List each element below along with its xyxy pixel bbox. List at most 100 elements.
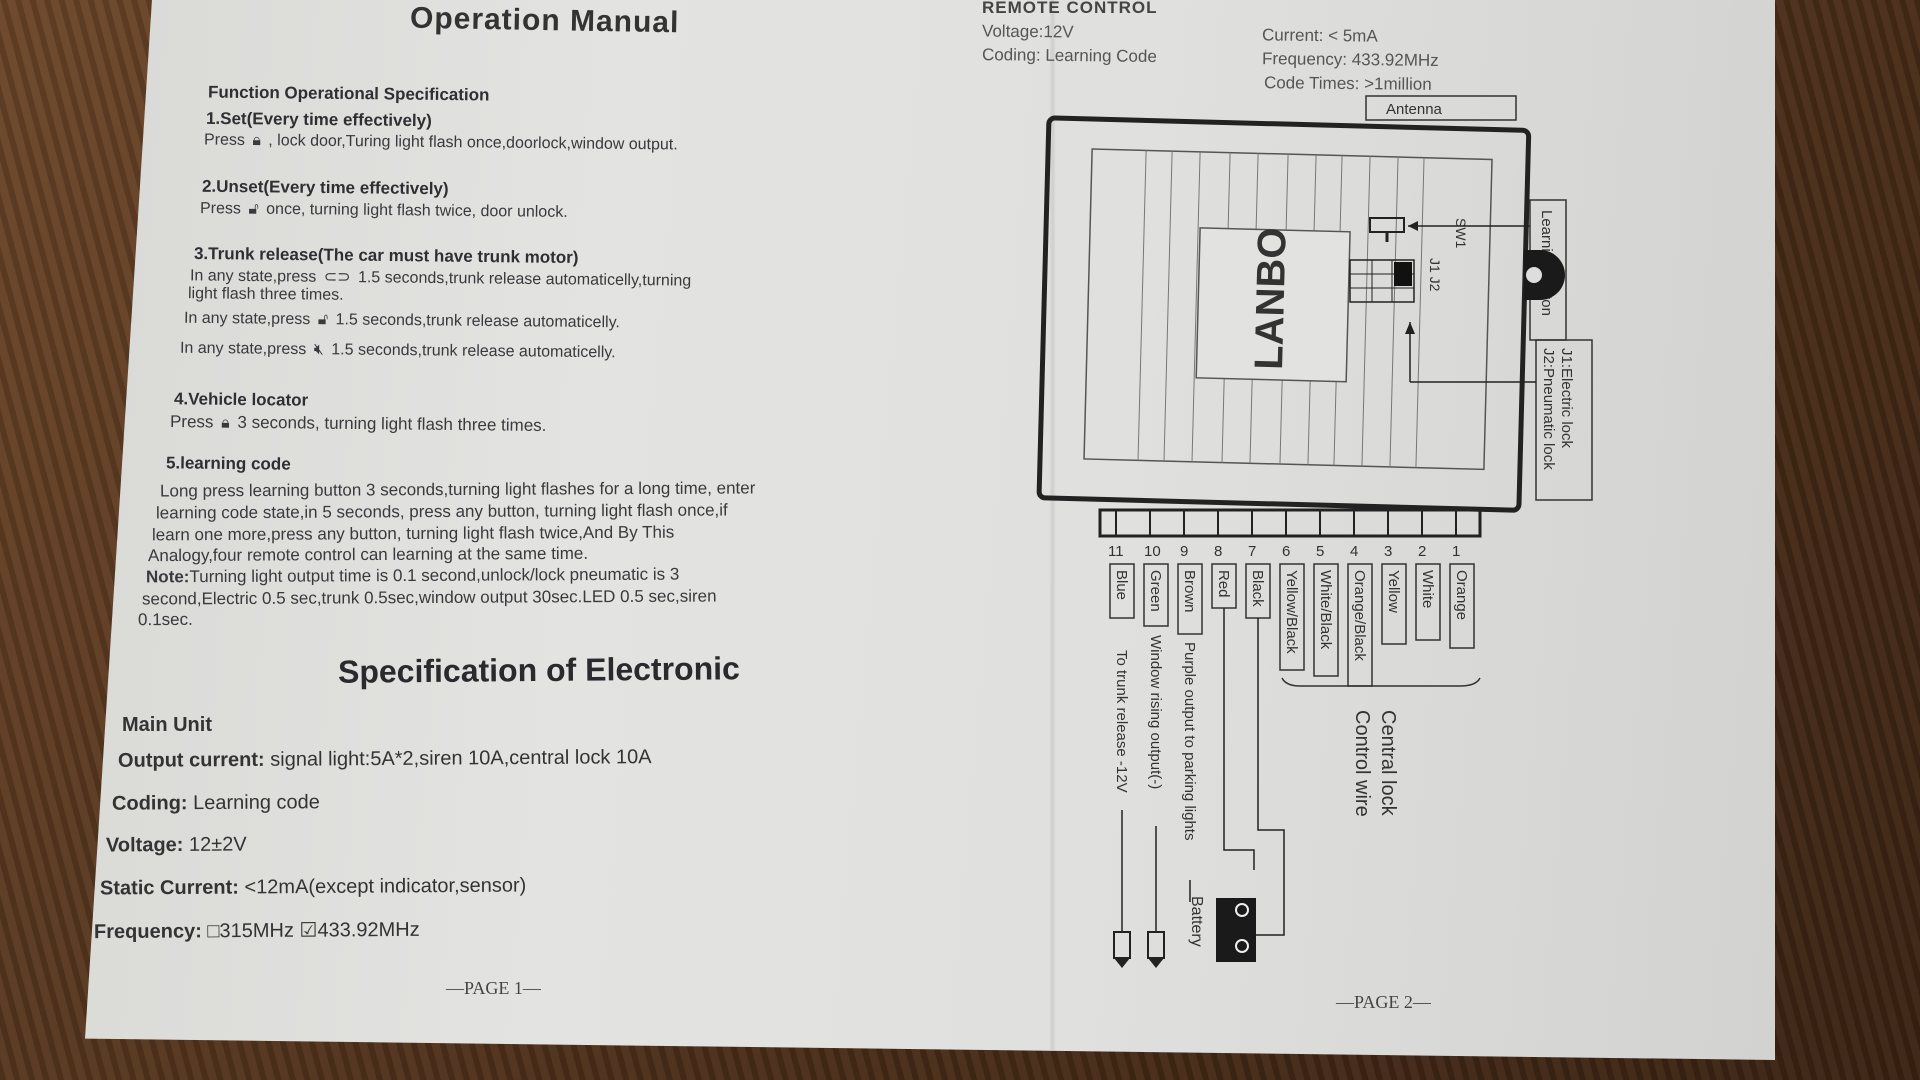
wire-color: Black: [1249, 570, 1266, 607]
wire-number: 10: [1144, 543, 1161, 560]
page-fold: [1050, 0, 1056, 1050]
item-3-prefix-3: In any state,press: [183, 309, 311, 329]
indicator-led-1: [1113, 931, 1131, 968]
battery-icon: [1216, 898, 1256, 962]
jumper-legend-box: [1535, 339, 1593, 501]
wire-number: 6: [1282, 543, 1290, 560]
antenna-label: Antenna: [1386, 101, 1443, 118]
spec-label: Voltage:: [105, 833, 184, 857]
item-4-prefix: Press: [169, 412, 214, 432]
item-3-prefix-1: In any state,press: [189, 267, 317, 286]
jumper-block: [1349, 259, 1415, 303]
wire-color: White: [1419, 570, 1436, 608]
unlock-icon: 🔓︎: [248, 200, 259, 218]
item-3-text-3: 1.5 seconds,trunk release automaticelly.: [335, 311, 620, 332]
wire-number: 2: [1418, 543, 1426, 560]
wire-number: 1: [1452, 543, 1460, 560]
lock-icon: 🔒︎: [221, 414, 230, 432]
spec-output-current: Output current: signal light:5A*2,siren …: [118, 746, 652, 773]
item-2-text: once, turning light flash twice, door un…: [266, 200, 568, 221]
item-5-line-2: learning code state,in 5 seconds, press …: [155, 500, 728, 523]
spec-static-current: Static Current: <12mA(except indicator,s…: [100, 875, 526, 901]
item-3-line-2: light flash three times.: [187, 285, 344, 304]
item-1-prefix: Press: [203, 131, 246, 149]
wire-desc-window: Window rising output(-): [1147, 635, 1164, 789]
item-3-prefix-4: In any state,press: [179, 339, 307, 359]
wire-ticks: [1115, 510, 1457, 536]
note-line-2: second,Electric 0.5 sec,trunk 0.5sec,win…: [141, 586, 717, 609]
wire-color: Green: [1147, 570, 1164, 612]
item-3-text-1: 1.5 seconds,trunk release automaticelly,…: [357, 269, 692, 290]
remote-coding: Coding: Learning Code: [981, 45, 1157, 66]
indicator-led-2: [1147, 931, 1165, 968]
spec-frequency: Frequency: □315MHz ☑433.92MHz: [94, 917, 420, 944]
item-2-heading: 2.Unset(Every time effectively): [201, 176, 449, 199]
wire-color: Brown: [1181, 570, 1198, 613]
wire-number: 4: [1350, 543, 1358, 560]
jumper-legend-2: J2:Pneumatic lock: [1540, 348, 1557, 470]
unlock-icon: 🔓︎: [317, 311, 329, 329]
wire-desc-parking: Purple output to parking lights: [1181, 642, 1198, 840]
page-title: Operation Manual: [409, 1, 680, 40]
item-4-text: 3 seconds, turning light flash three tim…: [237, 412, 547, 435]
wire-color: Orange/Black: [1351, 570, 1368, 661]
item-5-line-3: learn one more,press any button, turning…: [151, 522, 675, 545]
wire-connector: [1098, 508, 1482, 538]
spec-value: <12mA(except indicator,sensor): [244, 874, 527, 899]
wire-number: 11: [1108, 543, 1124, 560]
spec-voltage: Voltage: 12±2V: [106, 834, 247, 858]
wire-number: 3: [1384, 543, 1392, 560]
jumper-legend-1: J1:Electric lock: [1558, 348, 1575, 449]
spec-value: Learning code: [193, 791, 320, 815]
wire-number: 8: [1214, 543, 1222, 560]
chip-box: [1195, 227, 1351, 383]
mounting-tab: [1524, 250, 1565, 300]
item-3-text-4: 1.5 seconds,trunk release automaticelly.: [331, 341, 616, 362]
note-line-1: Note:Turning light output time is 0.1 se…: [146, 565, 679, 588]
item-5-heading: 5.learning code: [165, 453, 291, 474]
wire-desc-trunk: To trunk release -12V: [1113, 650, 1130, 793]
item-2-line: Press 🔓︎ once, turning light flash twice…: [200, 200, 568, 222]
jumper-labels: J1 J2: [1427, 258, 1443, 292]
remote-heading: REMOTE CONTROL: [982, 0, 1158, 17]
item-4-heading: 4.Vehicle locator: [173, 389, 309, 410]
manual-sheet: [85, 0, 1775, 1060]
item-1-text: , lock door,Turing light flash once,door…: [268, 132, 678, 154]
wire-color: White/Black: [1317, 570, 1334, 650]
note-line-3: 0.1sec.: [137, 609, 193, 630]
item-3-heading: 3.Trunk release(The car must have trunk …: [193, 243, 579, 268]
main-unit-box: [1036, 115, 1532, 513]
lock-icon: 🔒︎: [252, 132, 261, 150]
spec-label: Static Current:: [99, 876, 239, 900]
main-unit-label: Main Unit: [122, 714, 212, 736]
remote-current: Current: < 5mA: [1261, 25, 1378, 46]
trunk-icon: ⊂⊃: [323, 268, 351, 287]
spec-value: signal light:5A*2,siren 10A,central lock…: [270, 746, 652, 771]
central-lock-label-2: Control wire: [1351, 710, 1373, 817]
wiring-diagram: Antenna LANBO SW1 J1 J2 Learning Bu: [1036, 95, 1593, 968]
wire-colors: Blue Green Brown Red Black Yellow/Black …: [1113, 570, 1470, 661]
pcb-outline: [1083, 148, 1493, 471]
item-2-prefix: Press: [199, 200, 242, 218]
spec-label: Coding:: [111, 792, 188, 815]
spec-label: Frequency:: [93, 920, 202, 944]
spec-value: 12±2V: [188, 833, 247, 856]
wire-color: Orange: [1453, 570, 1470, 620]
central-lock-label-1: Central lock: [1377, 710, 1399, 817]
wire-color: Yellow: [1385, 570, 1402, 613]
wire-color: Yellow/Black: [1283, 570, 1300, 654]
mute-icon: 🔇︎: [313, 341, 324, 359]
page-1-mark: —PAGE 1—: [446, 978, 541, 998]
remote-voltage: Voltage:12V: [981, 21, 1074, 42]
sw1-switch: [1369, 217, 1405, 233]
spec-title: Specification of Electronic: [337, 650, 741, 690]
spec-value: □315MHz ☑433.92MHz: [207, 918, 420, 943]
brand-label: LANBO: [1247, 227, 1295, 370]
page-2-mark: —PAGE 2—: [1336, 992, 1431, 1012]
wire-runs: [1121, 608, 1285, 936]
wire-numbers: 11 10 9 8 7 6 5 4 3 2 1: [1108, 543, 1460, 560]
sw1-label: SW1: [1453, 218, 1469, 249]
note-text-1: Turning light output time is 0.1 second,…: [189, 564, 680, 587]
note-label: Note:: [145, 567, 190, 587]
wire-color: Red: [1215, 570, 1232, 598]
